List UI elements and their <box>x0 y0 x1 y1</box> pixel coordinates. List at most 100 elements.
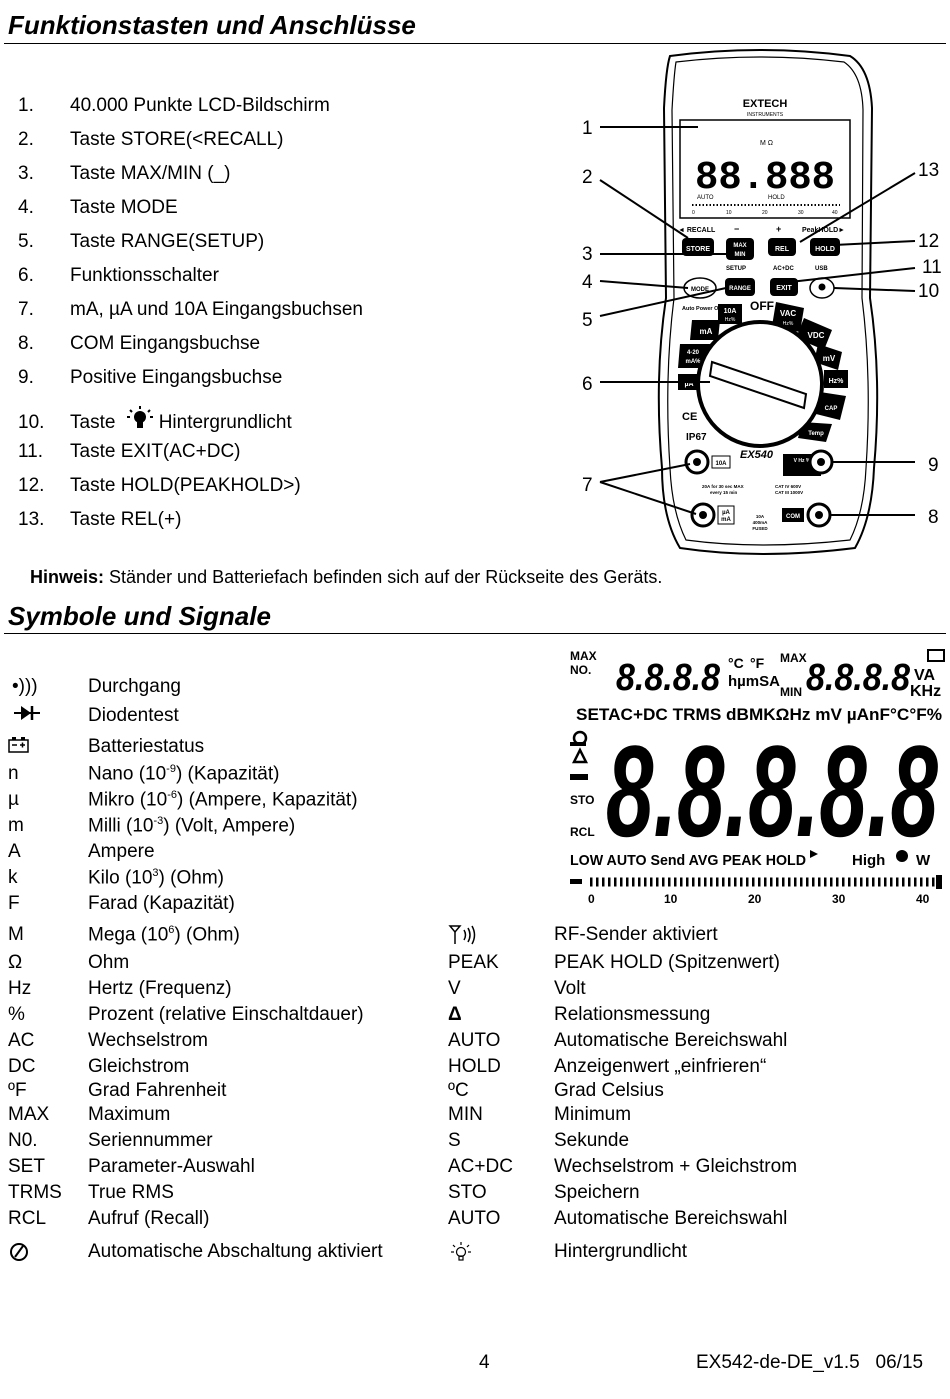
maxmin-button[interactable] <box>726 238 754 260</box>
jack-center <box>815 511 823 519</box>
recall-label: ◄ RECALL <box>678 227 716 234</box>
exit-button-label: EXIT <box>776 285 792 292</box>
title-rule <box>4 633 946 634</box>
diode-icon <box>810 850 818 858</box>
symbol-description: Milli (10-3) (Volt, Ampere) <box>88 815 296 837</box>
lcd-w-label: W <box>916 852 931 869</box>
note: Hinweis: Ständer und Batteriefach befind… <box>30 567 662 588</box>
section-title-function-keys: Funktionstasten und Anschlüsse <box>8 10 416 40</box>
symbol-description: Grad Fahrenheit <box>88 1080 227 1101</box>
lcd-max-label: MAX <box>570 649 597 663</box>
jack-center <box>817 458 825 466</box>
item-text: Taste MAX/MIN (_) <box>70 163 231 184</box>
multimeter-illustration: EXTECH INSTRUMENTS M Ω 88.888 AUTO HOLD … <box>582 49 942 555</box>
dial-ma2-label: mA% <box>685 359 701 365</box>
callout-lines <box>599 126 916 516</box>
delta-icon <box>571 747 589 764</box>
callouts-left: 1 2 3 4 5 6 7 <box>582 118 593 496</box>
dial-hz2-label: Hz% <box>829 378 845 385</box>
dial-cap-pos <box>816 392 846 420</box>
cat-label-2: CAT III 1000V <box>775 490 803 495</box>
symbol: RCL <box>8 1208 47 1229</box>
hold-button[interactable] <box>810 238 840 256</box>
symbol-description: Seriennummer <box>88 1130 213 1151</box>
symbol: HOLD <box>448 1056 501 1077</box>
symbol-description: Relationsmessung <box>554 1004 711 1025</box>
symbol: F <box>8 893 20 914</box>
symbol: AUTO <box>448 1208 501 1229</box>
battery-icon <box>927 649 945 662</box>
ua-label: µA <box>722 510 730 516</box>
item-number: 1. <box>18 95 34 116</box>
lcd-min2-label: MIN <box>780 685 802 699</box>
item-number: 9. <box>18 367 34 388</box>
symbol: Hz <box>8 978 32 999</box>
bargraph-minus <box>570 879 582 884</box>
backlight-icon <box>125 406 155 430</box>
backlight-icon <box>896 850 908 862</box>
symbol-description: Wechselstrom + Gleichstrom <box>554 1156 798 1177</box>
item-number: 2. <box>18 129 34 150</box>
symbol-description: True RMS <box>88 1182 174 1203</box>
minus-label: − <box>734 224 739 234</box>
symbol-description: Automatische Bereichswahl <box>554 1208 788 1229</box>
symbol-description: Ohm <box>88 952 130 973</box>
item-text: Taste <box>70 412 116 433</box>
scale-label: 20 <box>762 210 768 216</box>
jack-center <box>699 511 707 519</box>
callout-number: 6 <box>582 374 593 395</box>
dial-hz-label: Hz% <box>725 317 736 323</box>
item-text: Taste HOLD(PEAKHOLD>) <box>70 475 301 496</box>
item-text: mA, µA und 10A Eingangsbuchsen <box>70 299 363 320</box>
item-text: Taste EXIT(AC+DC) <box>70 441 241 462</box>
dial-cap-label: CAP <box>825 406 838 412</box>
symbol: Ω <box>8 952 23 973</box>
page-number: 4 <box>479 1352 490 1373</box>
symbol: % <box>8 1004 25 1025</box>
auto-off-icon <box>8 1241 30 1269</box>
range-button[interactable] <box>725 278 755 296</box>
list-item: 12.Taste HOLD(PEAKHOLD>) <box>18 475 301 497</box>
peakhold-label: PeakHOLD► <box>802 227 845 234</box>
symbol-description: Hertz (Frequenz) <box>88 978 232 999</box>
jack-note-2: every 15 min <box>710 490 738 495</box>
jack-note-1: 20A for 30 sec MAX <box>702 484 744 489</box>
setup-label: SETUP <box>726 266 746 272</box>
fused-label-3: FUSED <box>752 526 768 531</box>
lcd-unit: M Ω <box>760 140 773 147</box>
lcd-big-digits: 8.8.8.8.8 <box>606 718 938 864</box>
symbol-description: Prozent (relative Einschaltdauer) <box>88 1004 364 1025</box>
lcd-degc: °C <box>728 655 744 671</box>
lcd-digits: 88.888 <box>695 156 835 201</box>
lcd-hold: HOLD <box>768 195 785 201</box>
item-number: 7. <box>18 299 34 320</box>
item-text: Taste MODE <box>70 197 178 218</box>
item-number: 13. <box>18 509 45 530</box>
list-item: 11.Taste EXIT(AC+DC) <box>18 441 241 463</box>
store-button[interactable] <box>682 238 714 256</box>
item-text: Funktionsschalter <box>70 265 219 286</box>
lcd-khz-label: KHz <box>910 683 941 700</box>
callout-number: 4 <box>582 272 593 293</box>
symbol-description: PEAK HOLD (Spitzenwert) <box>554 952 780 973</box>
battery-icon <box>8 737 30 759</box>
symbol: V <box>448 978 461 999</box>
note-label: Hinweis: <box>30 567 105 587</box>
symbol: N0. <box>8 1130 38 1151</box>
symbol: MIN <box>448 1104 483 1125</box>
lcd-screen <box>679 119 851 219</box>
acdc-label: AC+DC <box>773 266 795 272</box>
item-number: 8. <box>18 333 34 354</box>
dial-10a-label: 10A <box>724 308 737 315</box>
lcd-units-row: SETAC+DC TRMS dBMKΩHz mV µAnF°C°F% <box>576 705 942 724</box>
document-id: EX542-de-DE_v1.5 06/15 <box>696 1352 924 1373</box>
plus-label: + <box>776 224 781 234</box>
rel-button[interactable] <box>768 238 796 256</box>
ip67-label: IP67 <box>686 432 707 443</box>
lcd-sto-label: STO <box>570 793 594 807</box>
list-item: 2.Taste STORE(<RECALL) <box>18 129 283 151</box>
symbol-description: Maximum <box>88 1104 171 1125</box>
lcd-degf: °F <box>750 655 765 671</box>
symbol-description: Mega (106) (Ohm) <box>88 924 240 946</box>
scale-label: 10 <box>726 210 732 216</box>
